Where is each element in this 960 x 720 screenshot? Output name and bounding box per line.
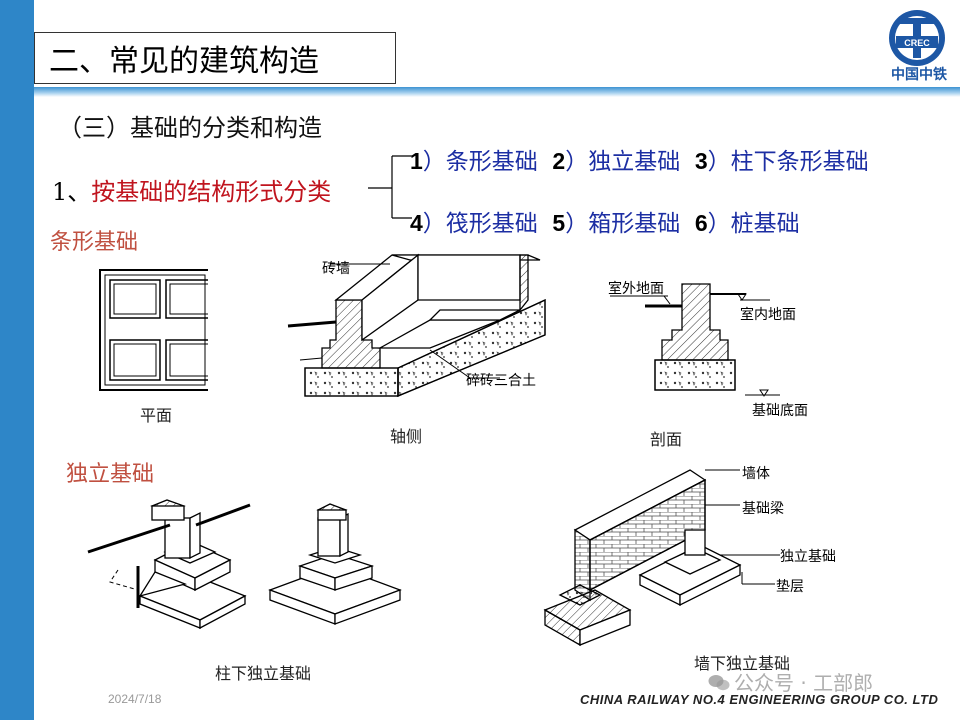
type-name: ）箱形基础 [565,211,681,237]
isolated-foundation-heading: 独立基础 [66,462,155,487]
watermark-text: 公众号 · 工部郎 [734,671,874,695]
column-footing-left-drawing [87,499,251,630]
type-name: ）独立基础 [565,149,681,175]
type-num: 2 [552,148,566,174]
plan-view-drawing [99,265,212,395]
wall-label: 墙体 [742,466,770,482]
brick-wall-label: 砖墙 [322,261,350,277]
column-footing-caption: 柱下独立基础 [215,664,312,683]
logo-mark-text: CREC [904,38,930,48]
column-footing-right-drawing [268,503,402,625]
wall-footing-drawing [543,469,780,647]
type-name: ）条形基础 [422,149,538,175]
type-num: 3 [694,148,708,174]
type-num: 4 [410,210,423,236]
type-name: ）筏形基础 [422,211,538,237]
left-accent-bar [0,0,34,720]
brick-lime-soil-label: 碎砖三合土 [466,373,536,389]
type-name: ）桩基础 [707,211,800,237]
outdoor-ground-label: 室外地面 [608,281,664,297]
type-num: 6 [694,210,708,236]
strip-foundation-heading: 条形基础 [50,230,139,255]
page-title: 二、常见的建筑构造 [49,44,319,79]
axonometric-drawing [287,253,546,397]
logo-text: 中国中铁 [891,67,947,83]
axonometric-caption: 轴侧 [390,427,423,446]
section-view-drawing [610,283,780,397]
classification-prefix: 1、 [52,178,92,206]
slide-date: 2024/7/18 [108,692,162,706]
title-box: 二、常见的建筑构造 [34,32,396,84]
foundation-bottom-label: 基础底面 [752,403,808,419]
wechat-icon [708,675,730,691]
company-footer: CHINA RAILWAY NO.4 ENGINEERING GROUP CO.… [580,692,939,707]
type-num: 5 [552,210,566,236]
indoor-ground-label: 室内地面 [740,307,796,323]
plan-caption: 平面 [140,406,173,425]
classification-bracket [368,155,412,219]
foundation-beam-label: 基础梁 [742,501,784,517]
types-row-1: 1）条形基础 2）独立基础 3）柱下条形基础 [410,142,869,176]
section-subtitle: （三）基础的分类和构造 [58,114,322,142]
type-num: 1 [410,148,423,174]
type-name: ）柱下条形基础 [707,149,869,175]
classification-label: 1、按基础的结构形式分类 [52,172,331,207]
watermark: 公众号 · 工部郎 [708,667,873,696]
crec-logo-icon: CREC [889,10,945,66]
wall-footing-caption: 墙下独立基础 [694,654,791,673]
cushion-label: 垫层 [776,579,804,595]
header-stripe [34,87,960,97]
isolated-footing-label: 独立基础 [780,549,836,565]
classification-text: 按基础的结构形式分类 [91,178,332,206]
section-caption: 剖面 [650,430,683,449]
types-row-2: 4）筏形基础 5）箱形基础 6）桩基础 [410,204,800,238]
